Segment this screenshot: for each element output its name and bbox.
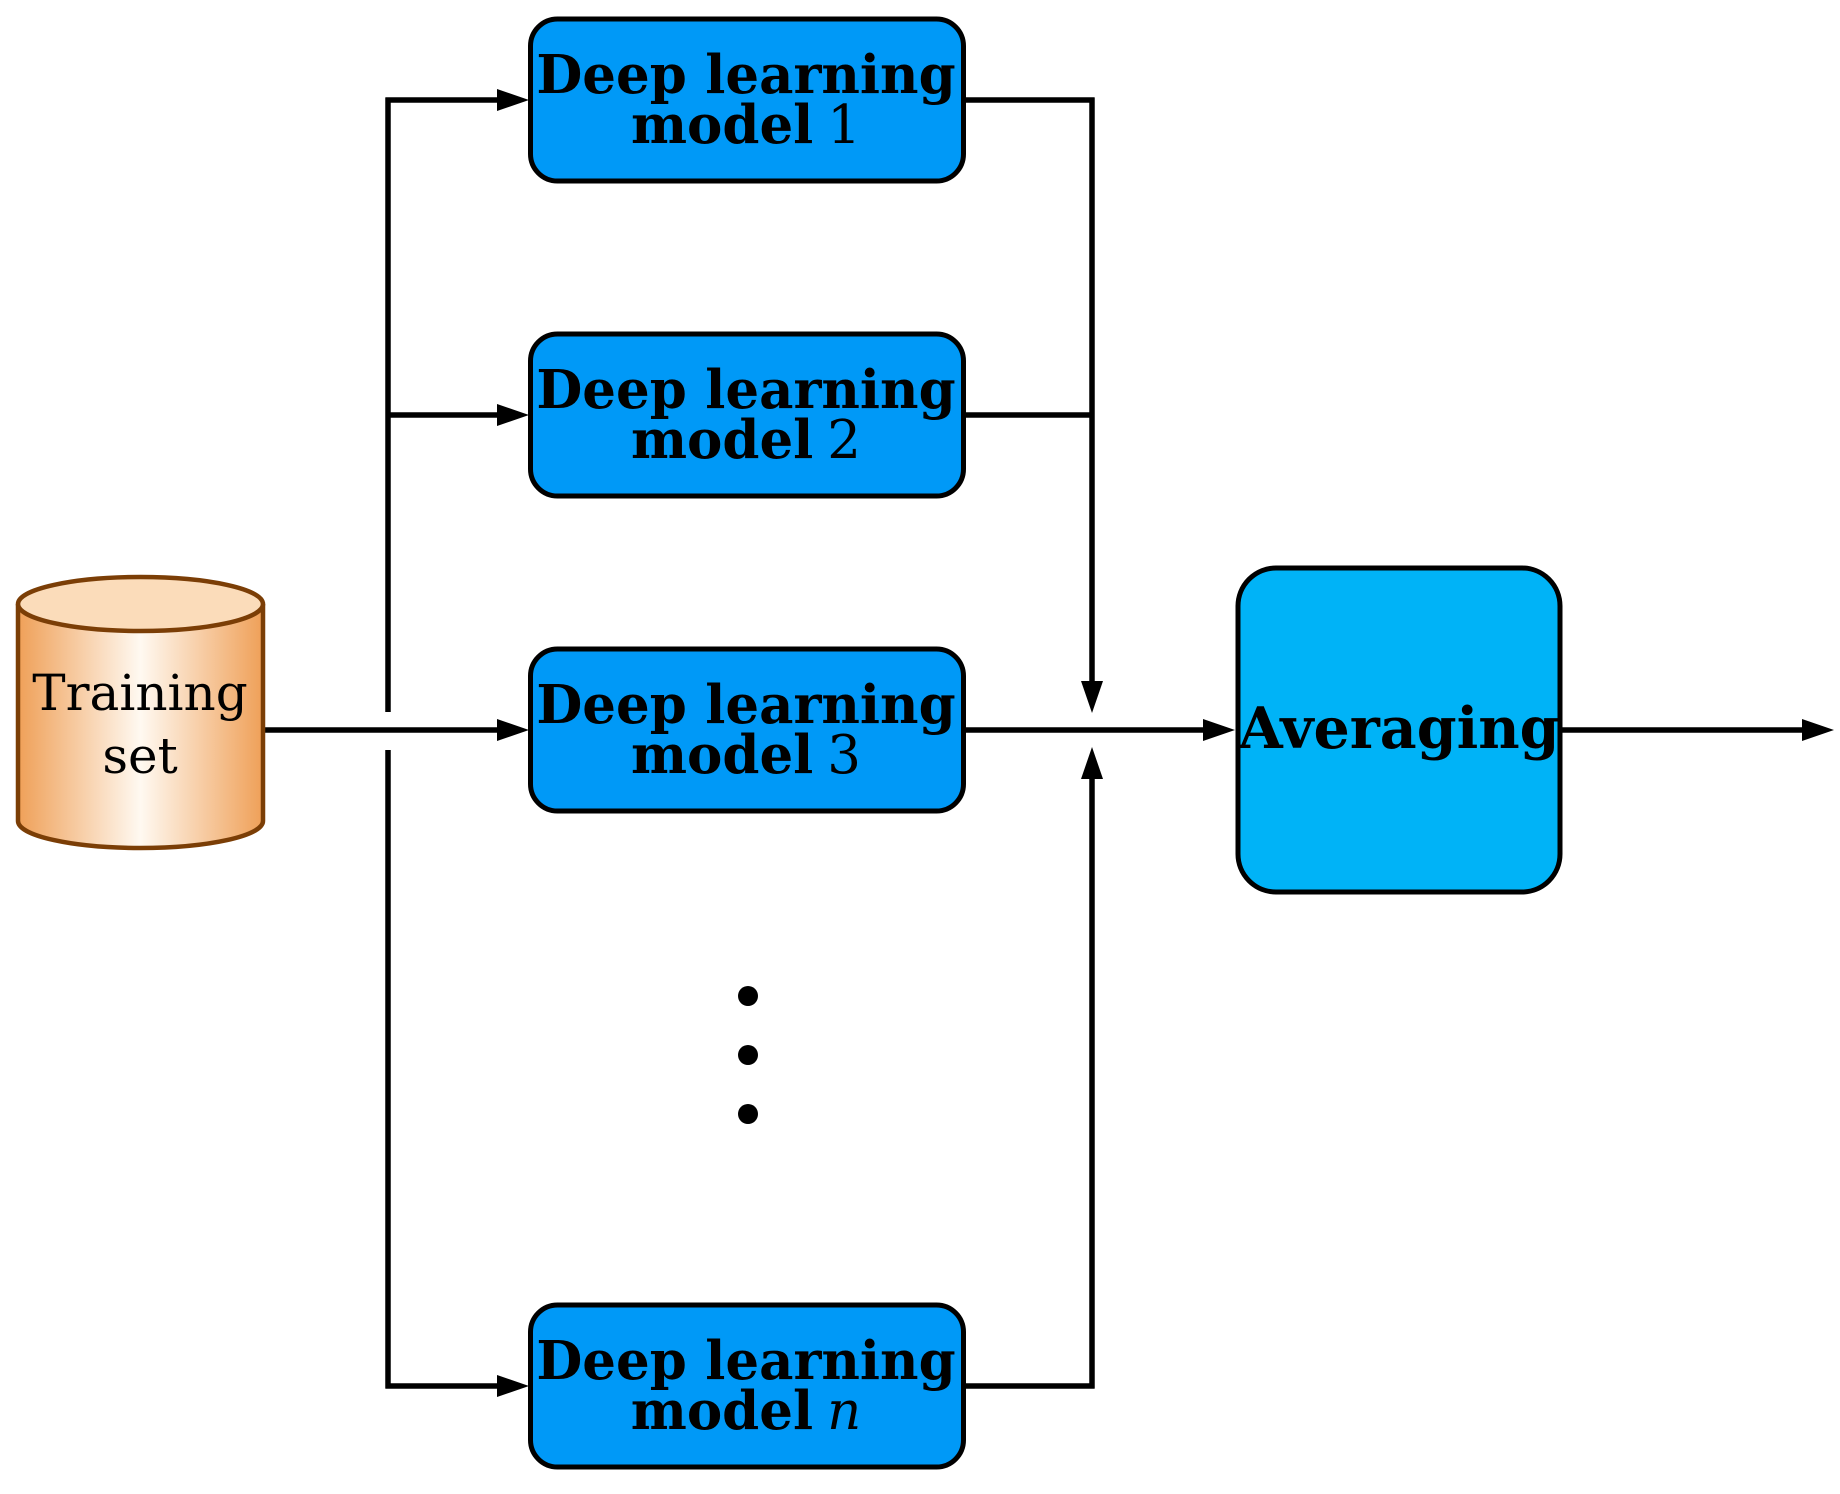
averaging-node: Averaging	[1235, 565, 1563, 895]
ellipsis-dot-2	[738, 1045, 758, 1065]
model-3-label-line1: Deep learning	[536, 674, 955, 736]
model-n-label-line1: Deep learning	[536, 1330, 955, 1392]
ellipsis-dot-3	[738, 1104, 758, 1124]
cylinder-body	[15, 604, 266, 851]
arrowheads	[497, 89, 1834, 1397]
arrowhead-into-averaging	[1203, 719, 1235, 741]
training-set-datastore: Training set	[15, 574, 266, 851]
cylinder-top	[18, 577, 263, 631]
connectors	[263, 97, 1804, 1389]
model-1-box	[528, 16, 966, 184]
cylinder-top-outline	[15, 574, 266, 634]
model-n-box	[528, 1302, 966, 1470]
arrowhead-into-model2	[497, 404, 529, 426]
arrowhead-merge-down	[1081, 681, 1103, 713]
model-3-box	[528, 646, 966, 814]
ellipsis-dots	[738, 986, 758, 1124]
arrowhead-into-model1	[497, 89, 529, 111]
averaging-box	[1235, 565, 1563, 895]
model-2-label-line1: Deep learning	[536, 359, 955, 421]
model-2-box	[528, 331, 966, 499]
averaging-label: Averaging	[1237, 695, 1559, 762]
ellipsis-dot-1	[738, 986, 758, 1006]
training-set-label-line1: Training	[32, 664, 247, 722]
arrowhead-final-output	[1802, 719, 1834, 741]
arrowhead-merge-up	[1081, 747, 1103, 779]
arrowhead-into-modeln	[497, 1375, 529, 1397]
arrowhead-into-model3	[497, 719, 529, 741]
training-set-label-line2: set	[102, 727, 177, 785]
model-1-label-line1: Deep learning	[536, 44, 955, 106]
